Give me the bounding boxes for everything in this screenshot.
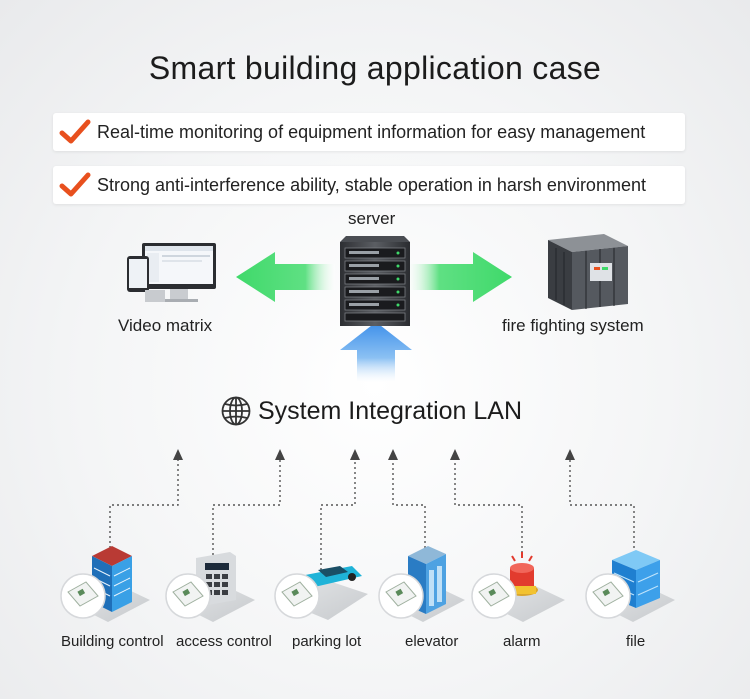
feature-item-1: Real-time monitoring of equipment inform… [53,113,685,151]
car-icon [300,566,362,589]
arrow-left-icon [236,252,335,302]
module-badge-icon [378,573,424,619]
server-label: server [348,209,396,228]
building-icon [92,546,132,612]
check-icon [59,172,91,197]
feature-text-2: Strong anti-interference ability, stable… [97,174,646,195]
connection-lines [109,460,635,570]
check-icon [59,119,91,144]
device-platforms [70,578,675,622]
device-label-building-control: Building control [61,633,164,650]
module-badges [60,573,631,619]
server-rack-icon [340,236,410,326]
module-badge-icon [274,573,320,619]
connection-arrowheads [173,449,575,460]
alarm-light-icon [506,552,538,596]
globe-icon [221,396,251,426]
device-label-elevator: elevator [405,633,459,650]
arrow-up-icon [340,322,412,382]
lan-label: System Integration LAN [220,395,522,427]
device-label-access-control: access control [176,633,272,650]
module-badge-icon [585,573,631,619]
fire-cabinet-icon [548,234,628,310]
module-badge-icon [471,573,517,619]
feature-text-1: Real-time monitoring of equipment inform… [97,121,646,142]
page-title: Smart building application case [148,50,602,86]
device-label-alarm: alarm [503,633,541,650]
lan-label-text: System Integration LAN [258,396,523,425]
device-label-parking-lot: parking lot [292,633,362,650]
video-matrix-label: Video matrix [118,316,213,335]
fire-system-label: fire fighting system [502,316,644,335]
arrow-right-icon [408,252,512,302]
monitor-icon [127,243,216,302]
device-label-file: file [626,633,646,650]
module-badge-icon [60,573,106,619]
feature-item-2: Strong anti-interference ability, stable… [53,166,685,204]
module-badge-icon [165,573,211,619]
